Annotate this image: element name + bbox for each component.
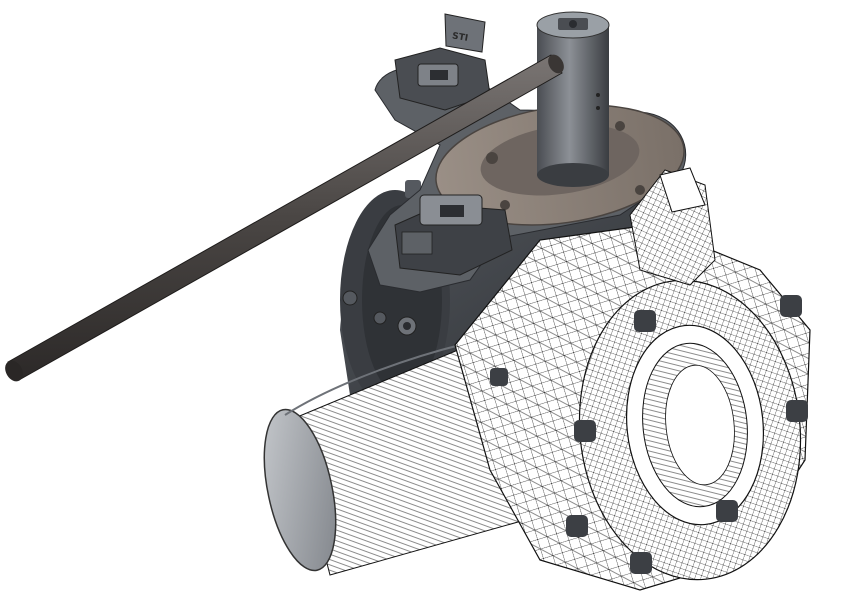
handle-rod bbox=[5, 54, 564, 382]
lower-padlock-bracket bbox=[394, 194, 513, 276]
flange-bolts bbox=[490, 295, 808, 574]
valve-stem bbox=[536, 11, 610, 187]
wireframe-body bbox=[454, 167, 811, 591]
padlock-bracket-icon bbox=[444, 13, 486, 53]
lock-tab-label: STI bbox=[451, 31, 468, 44]
valve-icon bbox=[659, 167, 706, 213]
upper-padlock-bracket: STI bbox=[394, 13, 491, 111]
